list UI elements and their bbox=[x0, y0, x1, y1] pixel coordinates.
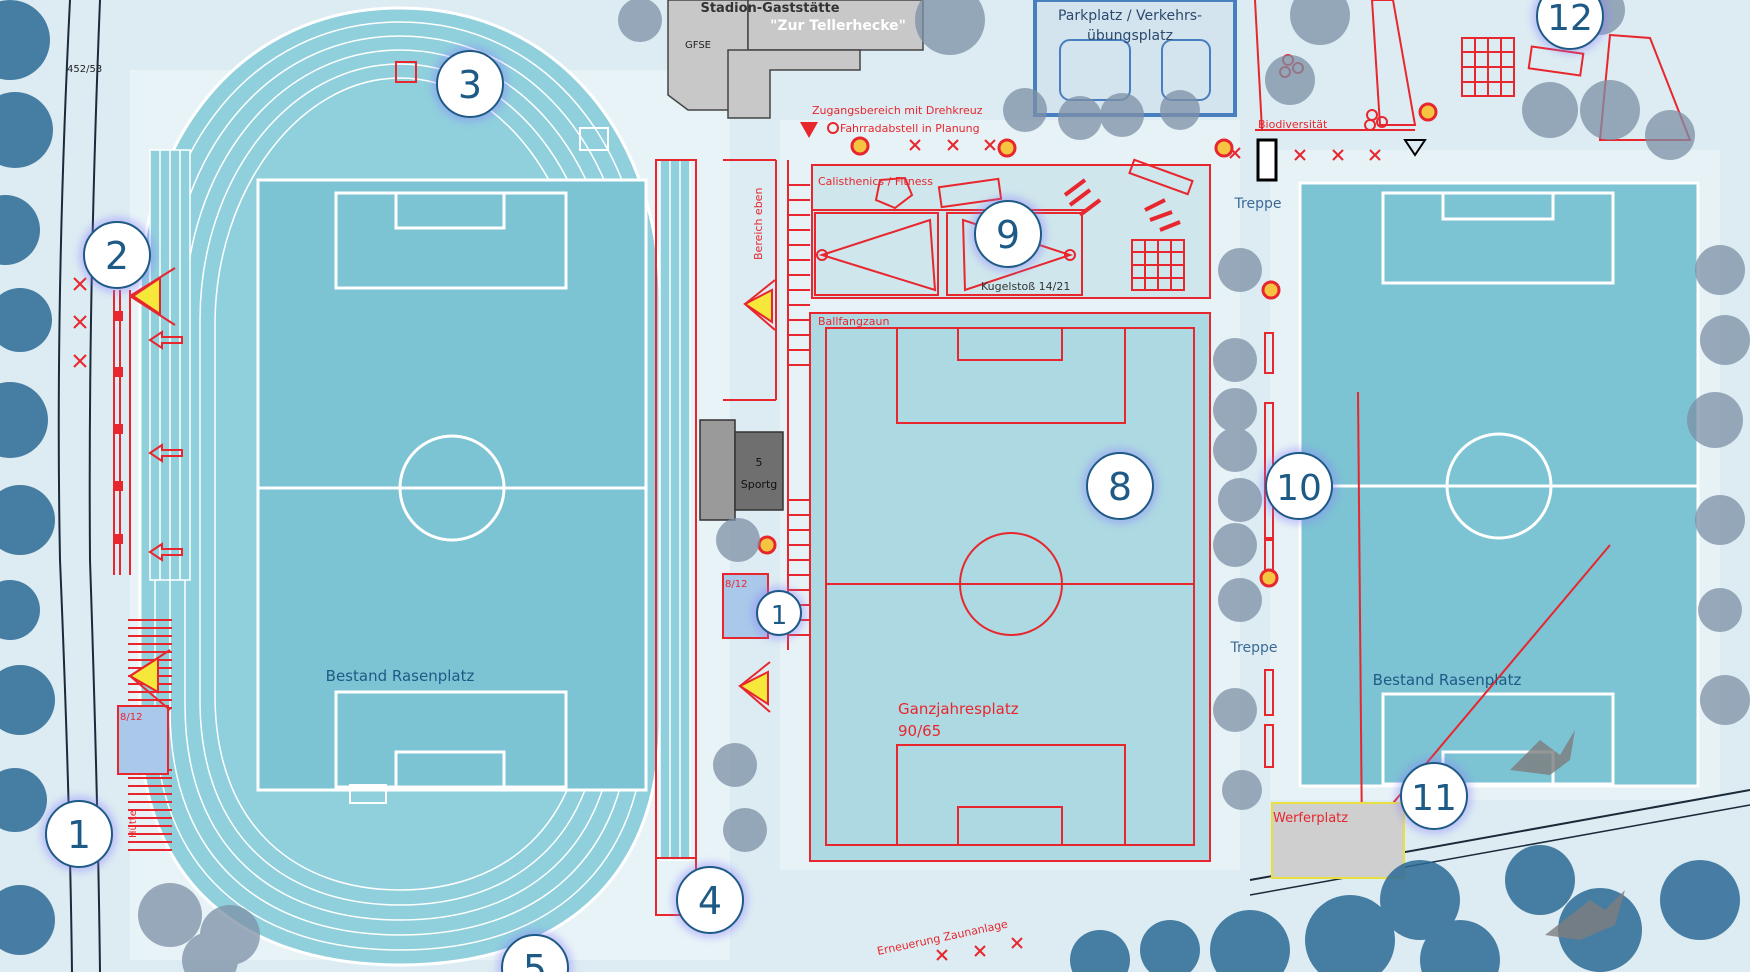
marker-8[interactable]: 8 bbox=[1082, 448, 1158, 524]
marker-11-label: 11 bbox=[1411, 778, 1457, 819]
stand-left-tag: 8/12 bbox=[120, 712, 142, 723]
entry-marker bbox=[800, 122, 818, 138]
marker-2[interactable]: 2 bbox=[79, 217, 155, 293]
marker-12-label: 12 bbox=[1547, 0, 1593, 39]
level-area-label: Bereich eben bbox=[752, 188, 765, 260]
right-pitch bbox=[1298, 181, 1700, 788]
marker-4-label: 4 bbox=[698, 879, 722, 923]
sportg-building bbox=[734, 431, 784, 511]
marker-3-label: 3 bbox=[458, 63, 482, 107]
stand-middle-tag: 8/12 bbox=[725, 579, 747, 590]
parking-label-line2: übungsplatz bbox=[1087, 28, 1173, 44]
entry-label: Zugangsbereich mit Drehkreuz bbox=[812, 104, 983, 117]
bird-silhouettes bbox=[1510, 730, 1625, 940]
marker-1-label: 1 bbox=[67, 813, 91, 857]
marker-1[interactable]: 1 bbox=[41, 796, 117, 872]
top-crosses bbox=[909, 139, 1381, 961]
left-fence-2 bbox=[73, 277, 131, 575]
left-pitch bbox=[256, 178, 648, 804]
allyear-pitch bbox=[809, 312, 1211, 862]
marker-9[interactable]: 9 bbox=[970, 196, 1046, 272]
sprint-straight bbox=[149, 149, 191, 581]
ring-markers bbox=[757, 102, 1438, 588]
marker-10-label: 10 bbox=[1276, 468, 1322, 509]
track-box bbox=[395, 61, 417, 83]
restaurant-building bbox=[667, 0, 924, 119]
marker-10[interactable]: 10 bbox=[1261, 448, 1337, 524]
ball-fence-label: Ballfangzaun bbox=[818, 315, 889, 328]
restaurant-name-line1: Stadion-Gaststätte bbox=[700, 1, 839, 16]
long-jump-runway bbox=[659, 159, 691, 861]
marker-2-label: 2 bbox=[105, 234, 129, 278]
left-arrows bbox=[148, 330, 183, 562]
restaurant-name-line2: "Zur Tellerhecke" bbox=[770, 18, 906, 34]
sportg-label: Sportg bbox=[741, 478, 778, 491]
biodiversity-label: Biodiversität bbox=[1258, 118, 1328, 131]
thrower-area bbox=[1271, 802, 1405, 879]
marker-12[interactable]: 12 bbox=[1532, 0, 1608, 54]
sportg-wing bbox=[699, 419, 736, 521]
stand-left bbox=[117, 705, 169, 775]
allyear-label-line2: 90/65 bbox=[898, 722, 941, 740]
marker-3[interactable]: 3 bbox=[432, 46, 508, 122]
left-edge-vertical-label: Hütte bbox=[128, 810, 139, 838]
entry-triangle bbox=[1403, 139, 1427, 157]
gfse-label: GFSE bbox=[685, 40, 711, 51]
stairs-top-label: Treppe bbox=[1234, 196, 1282, 212]
marker-5-label: 5 bbox=[523, 947, 547, 972]
bike-marker bbox=[827, 122, 839, 134]
lawn-right-label: Bestand Rasenplatz bbox=[1373, 671, 1522, 689]
marker-1b-label: 1 bbox=[771, 601, 788, 631]
allyear-label-line1: Ganzjahresplatz bbox=[898, 700, 1019, 718]
warning-triangles bbox=[128, 276, 773, 706]
marker-5[interactable]: 5 bbox=[497, 930, 573, 972]
lawn-left-label: Bestand Rasenplatz bbox=[326, 667, 475, 685]
marker-11[interactable]: 11 bbox=[1396, 758, 1472, 834]
ball-fence-hatching bbox=[723, 159, 789, 650]
marker-8-label: 8 bbox=[1108, 465, 1132, 509]
sportg-number: 5 bbox=[756, 456, 763, 469]
shotput-label: Kugelstoß 14/21 bbox=[981, 280, 1070, 293]
track-box-2 bbox=[579, 127, 609, 151]
trees-grey bbox=[138, 0, 1750, 972]
thrower-area-label: Werferplatz bbox=[1273, 811, 1348, 826]
calisthenics-label: Calisthenics / Fitness bbox=[818, 175, 933, 188]
plot-id-label: 452/53 bbox=[67, 64, 102, 75]
stairs-top-box bbox=[1256, 138, 1278, 182]
stairs-mid-label: Treppe bbox=[1230, 640, 1278, 656]
warning-lines bbox=[129, 267, 776, 713]
marker-9-label: 9 bbox=[996, 213, 1020, 257]
south-path-line-2 bbox=[1249, 804, 1750, 896]
bike-parking-label: Fahrradabstell in Planung bbox=[840, 122, 980, 135]
marker-1b[interactable]: 1 bbox=[752, 586, 806, 640]
parking-label-line1: Parkplatz / Verkehrs- bbox=[1058, 8, 1202, 24]
marker-4[interactable]: 4 bbox=[672, 862, 748, 938]
parking-area bbox=[1033, 0, 1237, 117]
